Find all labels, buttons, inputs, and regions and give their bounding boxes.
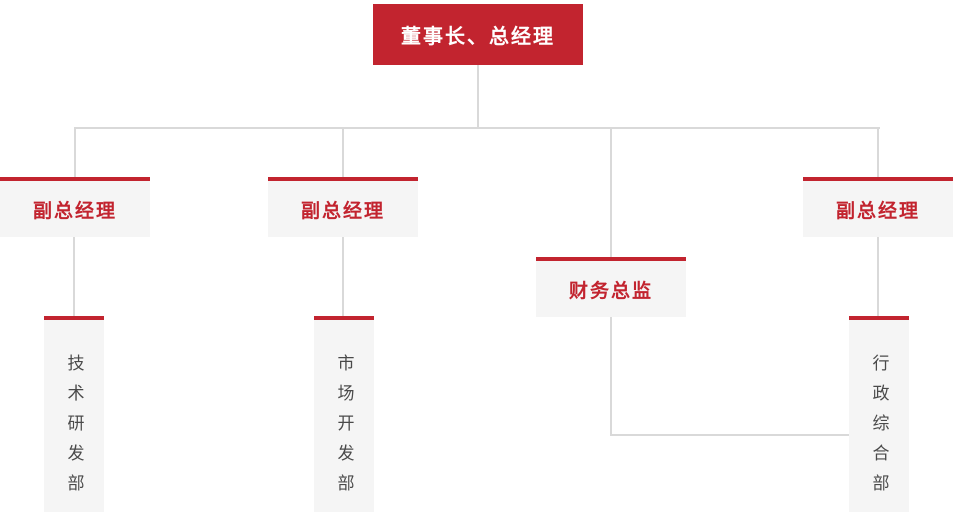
node-admin-general-department: 行政综合部 bbox=[849, 316, 909, 512]
node-finance-director: 财务总监 bbox=[536, 257, 686, 317]
node-tech-rd-department-label: 技术研发部 bbox=[64, 353, 84, 504]
connector-cfo-elbow-horizontal bbox=[610, 434, 849, 436]
node-admin-general-department-label: 行政综合部 bbox=[869, 353, 889, 504]
connector-root-drop bbox=[477, 65, 479, 128]
node-deputy-general-manager-mid: 副总经理 bbox=[268, 177, 418, 237]
connector-drop-vp-left bbox=[74, 127, 76, 178]
node-deputy-general-manager-right-label: 副总经理 bbox=[835, 200, 920, 222]
node-deputy-general-manager-left: 副总经理 bbox=[0, 177, 150, 237]
connector-vp-right-to-dept bbox=[877, 237, 879, 317]
node-chairman-general-manager: 董事长、总经理 bbox=[373, 4, 583, 65]
node-market-development-department-label: 市场开发部 bbox=[334, 353, 354, 504]
connector-drop-vp-mid bbox=[342, 127, 344, 178]
node-deputy-general-manager-mid-label: 副总经理 bbox=[300, 200, 385, 222]
node-tech-rd-department: 技术研发部 bbox=[44, 316, 104, 512]
connector-drop-cfo bbox=[610, 127, 612, 258]
connector-bus bbox=[74, 127, 880, 129]
connector-cfo-elbow-vertical bbox=[610, 317, 612, 436]
connector-drop-vp-right bbox=[877, 127, 879, 178]
node-chairman-general-manager-label: 董事长、总经理 bbox=[401, 26, 555, 48]
node-finance-director-label: 财务总监 bbox=[568, 280, 653, 302]
connector-vp-left-to-dept bbox=[73, 237, 75, 317]
connector-vp-mid-to-dept bbox=[342, 237, 344, 317]
node-deputy-general-manager-right: 副总经理 bbox=[803, 177, 953, 237]
node-deputy-general-manager-left-label: 副总经理 bbox=[32, 200, 117, 222]
node-market-development-department: 市场开发部 bbox=[314, 316, 374, 512]
